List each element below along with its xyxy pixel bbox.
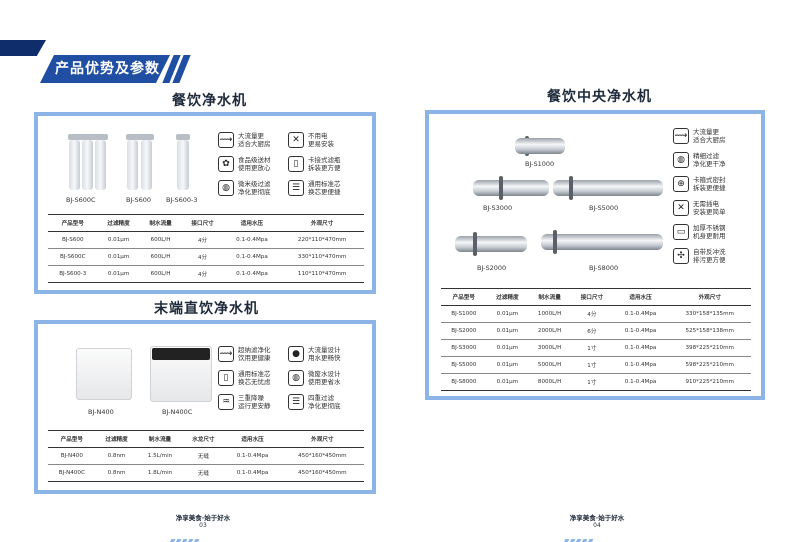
table-header: 过滤精度 bbox=[95, 430, 138, 448]
standard-core-icon: ▯ bbox=[218, 370, 234, 386]
feature-item: ✣ 自带反冲洗排污更方便 bbox=[673, 248, 726, 264]
clamp-icon: ⊕ bbox=[673, 176, 689, 192]
product-label: BJ-S600-3 bbox=[166, 196, 198, 204]
feature-item: ◍ 精细过滤净化更干净 bbox=[673, 152, 726, 168]
display-panel bbox=[152, 348, 210, 360]
page-heading: 产品优势及参数 bbox=[55, 61, 160, 77]
pulse-icon: ⟿ bbox=[673, 128, 689, 144]
product-label: BJ-S600 bbox=[126, 196, 152, 204]
table-header: 适用水压 bbox=[223, 214, 281, 232]
feature-item: ⟿ 大流量更适合大厨房 bbox=[218, 132, 271, 148]
table-header: 适用水压 bbox=[224, 430, 281, 448]
table-header: 适用水压 bbox=[612, 288, 669, 306]
product-label: BJ-S5000 bbox=[589, 204, 619, 212]
product-label: BJ-N400C bbox=[162, 408, 193, 416]
standard-core-icon: ☰ bbox=[288, 180, 304, 196]
product-label: BJ-S600C bbox=[66, 196, 96, 204]
footer-slogan: 净享美食·始于好水 bbox=[569, 514, 625, 522]
footer-right: 净享美食·始于好水 04 bbox=[562, 512, 632, 529]
terminal-title: 末端直饮净水机 bbox=[154, 301, 259, 317]
no-plug-icon: ✕ bbox=[673, 200, 689, 216]
feature-item: ✕ 不用电更易安装 bbox=[288, 132, 334, 148]
cartridge-icon: ▯ bbox=[288, 156, 304, 172]
footer-stripes bbox=[168, 530, 200, 542]
table-header: 产品型号 bbox=[48, 214, 98, 232]
food-grade-icon: ✿ bbox=[218, 156, 234, 172]
feature-item: ♒ 三重降噪运行更安静 bbox=[218, 394, 271, 410]
terminal-panel: BJ-N400 BJ-N400C ⟿ 超纳滤净化饮用更健康 ● 大流量设计用水更… bbox=[34, 320, 376, 494]
product-label: BJ-S3000 bbox=[483, 204, 513, 212]
feature-item: ⟿ 超纳滤净化饮用更健康 bbox=[218, 346, 271, 362]
catering-panel: BJ-S600C BJ-S600 BJ-S600-3 ⟿ 大流量更适合大厨房 ✕… bbox=[34, 112, 376, 294]
pulse-icon: ⟿ bbox=[218, 132, 234, 148]
banner-accent bbox=[0, 40, 46, 56]
feature-item: ☰ 四重过滤净化更彻底 bbox=[288, 394, 341, 410]
table-header: 水龙尺寸 bbox=[182, 430, 225, 448]
table-header: 过滤精度 bbox=[97, 214, 140, 232]
catering-title: 餐饮净水机 bbox=[172, 93, 247, 109]
feature-item: ▭ 加厚不锈钢机身更耐用 bbox=[673, 224, 726, 240]
noise-icon: ♒ bbox=[218, 394, 234, 410]
ultrafilter-icon: ⟿ bbox=[218, 346, 234, 362]
page-number: 04 bbox=[593, 522, 601, 529]
feature-item: ⟿ 大流量更适合大厨房 bbox=[673, 128, 726, 144]
table-header: 制水流量 bbox=[528, 288, 572, 306]
micro-waste-icon: ◍ bbox=[288, 370, 304, 386]
product-label: BJ-N400 bbox=[88, 408, 114, 416]
table-header: 外观尺寸 bbox=[280, 430, 364, 448]
product-label: BJ-S1000 bbox=[525, 160, 555, 168]
feature-item: ◍ 微米级过滤净化更彻底 bbox=[218, 180, 271, 196]
table-header: 外观尺寸 bbox=[668, 288, 751, 306]
section-banner bbox=[40, 55, 170, 83]
feature-item: ✕ 无需插电安装更简单 bbox=[673, 200, 726, 216]
table-header: 外观尺寸 bbox=[280, 214, 364, 232]
footer-slogan: 净享美食·始于好水 bbox=[175, 514, 231, 522]
banner-stripes bbox=[162, 55, 191, 87]
feature-item: ▯ 卡接式滤瓶拆装更方便 bbox=[288, 156, 341, 172]
precision-filter-icon: ◍ bbox=[673, 152, 689, 168]
table-header: 过滤精度 bbox=[486, 288, 529, 306]
filter-icon: ◍ bbox=[218, 180, 234, 196]
table-header: 产品型号 bbox=[48, 430, 96, 448]
central-panel: BJ-S1000 BJ-S3000 BJ-S5000 BJ-S2000 BJ-S… bbox=[425, 110, 765, 400]
table-header: 产品型号 bbox=[441, 288, 487, 306]
central-title: 餐饮中央净水机 bbox=[547, 89, 652, 105]
no-power-icon: ✕ bbox=[288, 132, 304, 148]
feature-item: ▯ 通用标准芯换芯无忧虑 bbox=[218, 370, 271, 386]
feature-item: ◍ 微废水设计使用更省水 bbox=[288, 370, 341, 386]
footer-stripes bbox=[562, 530, 594, 542]
table-header: 制水流量 bbox=[137, 430, 183, 448]
table-header: 制水流量 bbox=[139, 214, 182, 232]
feature-item: ⊕ 卡箍式密封拆装更便捷 bbox=[673, 176, 726, 192]
product-image-n400 bbox=[76, 348, 132, 400]
table-header: 接口尺寸 bbox=[181, 214, 224, 232]
product-label: BJ-S8000 bbox=[589, 264, 619, 272]
steel-body-icon: ▭ bbox=[673, 224, 689, 240]
page-number: 03 bbox=[199, 522, 207, 529]
feature-item: ✿ 食品级送材使用更放心 bbox=[218, 156, 271, 172]
backwash-icon: ✣ bbox=[673, 248, 689, 264]
feature-item: ● 大流量设计用水更畅快 bbox=[288, 346, 341, 362]
four-stage-icon: ☰ bbox=[288, 394, 304, 410]
footer-left: 净享美食·始于好水 03 bbox=[168, 512, 238, 529]
feature-item: ☰ 通用标准芯换芯更便捷 bbox=[288, 180, 341, 196]
droplet-icon: ● bbox=[288, 346, 304, 362]
table-header: 接口尺寸 bbox=[571, 288, 613, 306]
product-label: BJ-S2000 bbox=[477, 264, 507, 272]
